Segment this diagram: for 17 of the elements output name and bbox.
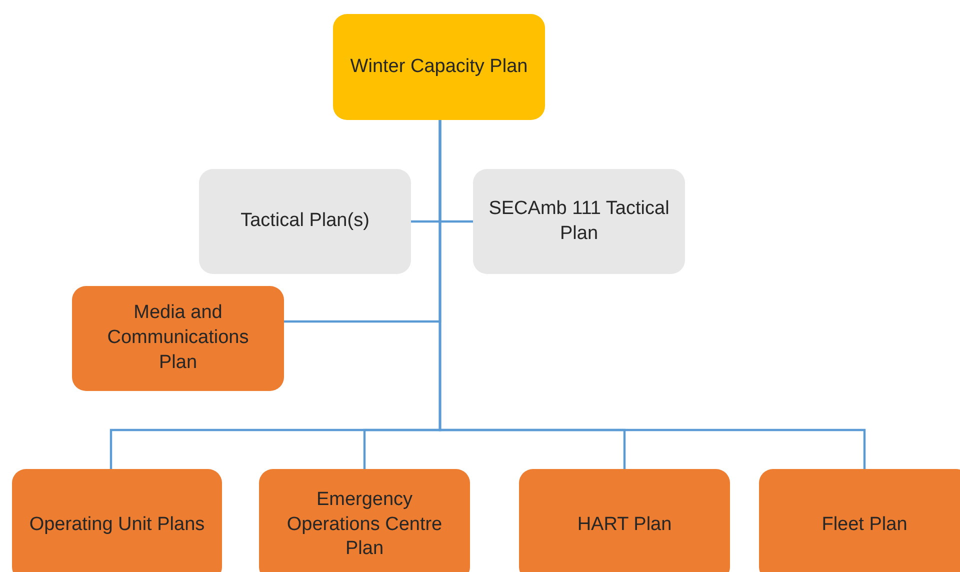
plan-title: Winter Capacity Plan — [350, 54, 528, 79]
plan-title: Fleet Plan — [822, 512, 908, 537]
plan-box — [199, 169, 411, 274]
plan-title: Operating Unit Plans — [29, 512, 205, 537]
plan-title: Tactical Plan(s) — [240, 209, 370, 234]
plan-box — [259, 469, 470, 572]
plan-title: Emergency Operations Centre Plan — [286, 488, 444, 562]
plan-title: HART Plan — [577, 512, 672, 537]
plan-box — [12, 469, 222, 572]
plan-box — [473, 169, 685, 274]
connector-line — [438, 120, 866, 469]
plan-box — [333, 14, 545, 120]
plan-title: Media and Communications Plan — [106, 301, 250, 375]
plan-title: SECAmb 111 Tactical Plan — [488, 196, 670, 246]
plan-box — [759, 469, 960, 572]
plan-box — [519, 469, 730, 572]
plan-box — [72, 286, 284, 391]
